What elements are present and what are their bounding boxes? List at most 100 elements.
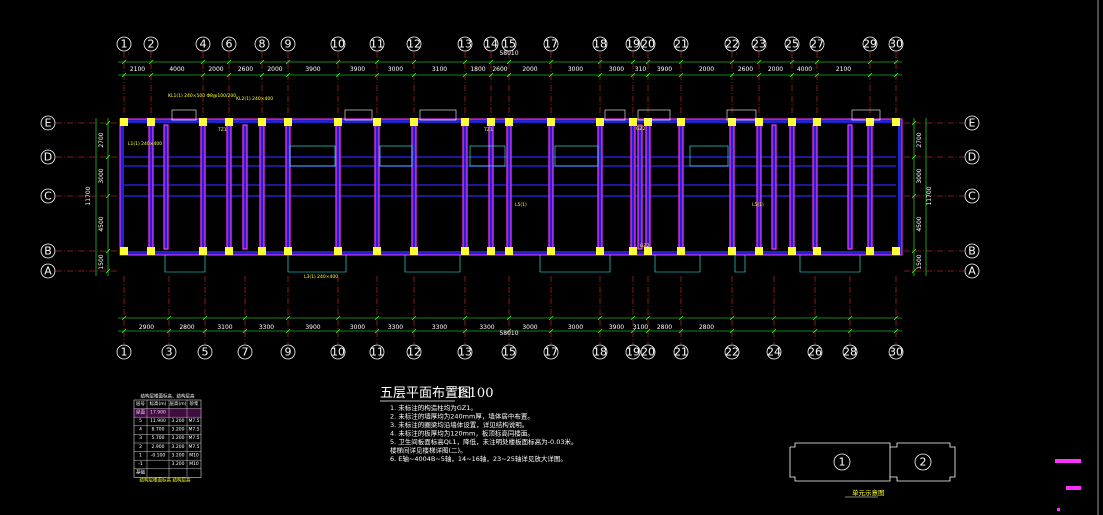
dim-tick-right <box>911 193 917 199</box>
axis-label-top: 22 <box>725 38 739 51</box>
dim-text-left: 2700 <box>98 132 105 147</box>
dim-tick-bottom-2 <box>771 328 777 334</box>
column <box>284 247 292 255</box>
dim-tick-bottom <box>729 315 735 321</box>
column <box>147 247 155 255</box>
dim-tick-top <box>285 59 291 65</box>
axis-label-bottom: 18 <box>593 346 607 359</box>
dim-tick-top-2 <box>335 72 341 78</box>
dim-text-top: 1800 <box>470 66 485 73</box>
floor-table-cell: 2.900 <box>152 444 165 450</box>
legend-bar-1 <box>1055 459 1081 463</box>
dim-tick-bottom <box>847 315 853 321</box>
interior-wall <box>226 124 232 250</box>
dim-tick-top <box>462 59 468 65</box>
overall-dimension-bottom: 58010 <box>499 330 518 337</box>
dim-tick-top <box>645 59 651 65</box>
dim-tick-bottom-2 <box>678 328 684 334</box>
axis-label-bottom: 12 <box>407 346 421 359</box>
stair-outline <box>289 145 336 167</box>
side-total-dim-right: 11700 <box>926 186 933 205</box>
interior-wall <box>756 124 762 250</box>
dim-text-top: 2000 <box>208 66 223 73</box>
dim-tick-bottom-2 <box>506 328 512 334</box>
floor-table-cell: M7.5 <box>188 427 199 433</box>
floor-table-header: 层号 <box>136 401 145 407</box>
axis-bubble-left <box>40 115 56 131</box>
dim-tick-right <box>911 248 917 254</box>
interior-wall <box>462 124 468 250</box>
column <box>677 247 685 255</box>
floor-table-cell: M7.5 <box>188 444 199 450</box>
floor-table-cell: 2 <box>139 444 142 450</box>
axis-bubble-left <box>40 263 56 279</box>
note-line: 2. 未标注的墙厚均为240mm厚，墙体居中布置。 <box>390 412 534 421</box>
column <box>892 118 900 126</box>
axis-label-left: E <box>45 117 52 130</box>
floor-table-cell: 基础 <box>136 469 145 476</box>
dim-tick-bottom <box>202 315 208 321</box>
dim-tick-left <box>105 120 111 126</box>
floor-table-cell: 3.200 <box>172 452 185 458</box>
dim-text-bottom: 3900 <box>305 324 320 331</box>
dim-tick-bottom <box>166 315 172 321</box>
dim-tick-bottom-2 <box>597 328 603 334</box>
dim-text-bottom: 3300 <box>388 324 403 331</box>
dim-text-top: 3000 <box>388 66 403 73</box>
dim-tick-top-2 <box>259 72 265 78</box>
dim-tick-bottom <box>335 315 341 321</box>
axis-label-top: 23 <box>752 38 766 51</box>
axis-label-right: B <box>968 245 976 258</box>
floor-table-cell: -0.100 <box>151 452 166 458</box>
floor-table-cell: 3 <box>139 435 142 441</box>
balcony <box>799 255 861 273</box>
balcony <box>287 255 347 273</box>
dim-text-top: 310 <box>635 66 647 73</box>
column <box>461 118 469 126</box>
axis-label-top: 1 <box>121 38 128 51</box>
axis-label-top: 6 <box>226 38 233 51</box>
floor-elevation-table: 结构层楼面标高、结构层高层号屋面54321-1基础标高(m)17.90011.9… <box>133 393 202 478</box>
axis-bubble-top <box>254 36 270 52</box>
dim-tick-top <box>893 59 899 65</box>
axis-bubble-bottom <box>116 344 132 360</box>
dim-tick-bottom <box>374 315 380 321</box>
column <box>892 247 900 255</box>
floor-table-header: 标高(m) <box>150 400 167 407</box>
interior-wall <box>630 124 636 250</box>
dim-tick-top-2 <box>645 72 651 78</box>
floor-table-cell: 3.200 <box>172 461 185 467</box>
dim-text-top: 3000 <box>609 66 624 73</box>
stair-outline <box>379 145 413 167</box>
axis-bubble-top <box>501 36 517 52</box>
axis-label-top: 15 <box>502 38 516 51</box>
axis-bubble-bottom <box>592 344 608 360</box>
axis-label-bottom: 15 <box>502 346 516 359</box>
note-line: 3. 未标注的圈梁均沿墙体设置，详见结构说明。 <box>390 420 528 429</box>
axis-label-top: 13 <box>458 38 472 51</box>
dim-tick-top <box>729 59 735 65</box>
axis-label-bottom: 21 <box>674 346 688 359</box>
balcony <box>404 255 461 273</box>
interior-wall <box>259 124 265 250</box>
dim-tick-right <box>911 120 917 126</box>
dim-tick-top-2 <box>121 72 127 78</box>
dim-tick-top-2 <box>548 72 554 78</box>
axis-bubble-bottom <box>457 344 473 360</box>
axis-bubble-top <box>751 36 767 52</box>
dim-tick-bottom <box>506 315 512 321</box>
column <box>596 118 604 126</box>
axis-bubble-right <box>964 149 980 165</box>
column <box>813 247 821 255</box>
floor-table-cell: 1 <box>139 452 142 458</box>
interior-wall <box>789 124 795 250</box>
dim-tick-bottom-2 <box>411 328 417 334</box>
column <box>866 247 874 255</box>
plan-notes: 1. 未标注的构造柱均为GZ1。2. 未标注的墙厚均为240mm厚，墙体居中布置… <box>390 403 577 463</box>
axis-bubble-right <box>964 188 980 204</box>
interior-wall <box>867 124 873 250</box>
axis-label-top: 21 <box>674 38 688 51</box>
axis-bubble-top <box>280 36 296 52</box>
